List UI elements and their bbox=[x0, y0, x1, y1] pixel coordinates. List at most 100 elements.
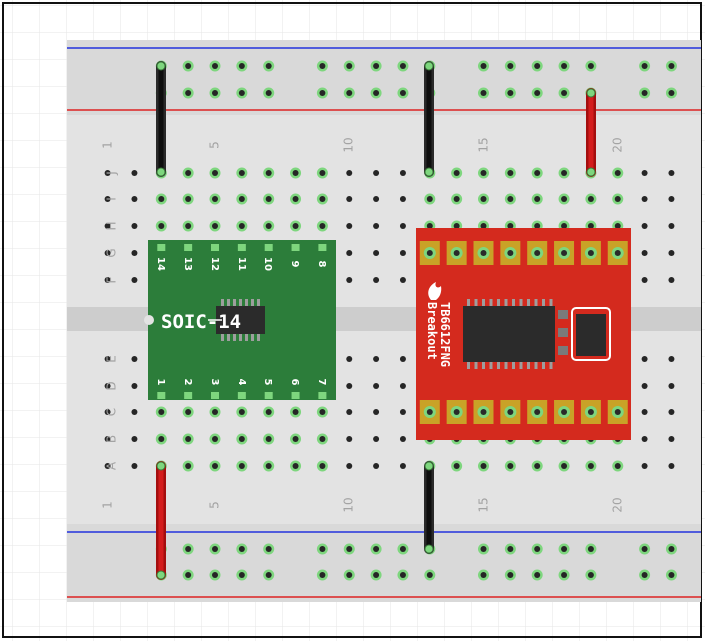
breadboard-hole[interactable] bbox=[104, 383, 111, 389]
soic-14-adapter[interactable]: SOIC-14 14 13 12 11 10 9 8 1 2 3 4 5 6 7 bbox=[144, 240, 336, 400]
breadboard-hole[interactable] bbox=[641, 546, 648, 552]
breadboard-hole[interactable] bbox=[614, 223, 621, 229]
breadboard-hole[interactable] bbox=[212, 90, 218, 96]
breadboard-hole[interactable] bbox=[399, 409, 406, 415]
breadboard-hole[interactable] bbox=[104, 196, 111, 202]
breadboard-hole[interactable] bbox=[238, 409, 245, 415]
breadboard-hole[interactable] bbox=[212, 463, 218, 469]
breadboard-hole[interactable] bbox=[212, 170, 218, 176]
breadboard-hole[interactable] bbox=[292, 170, 299, 176]
breadboard-hole[interactable] bbox=[104, 277, 111, 283]
breadboard-hole[interactable] bbox=[399, 546, 406, 552]
breadboard-hole[interactable] bbox=[185, 572, 192, 578]
breadboard-hole[interactable] bbox=[668, 250, 675, 256]
breadboard-hole[interactable] bbox=[373, 383, 380, 389]
breadboard-hole[interactable] bbox=[641, 170, 648, 176]
breadboard-hole[interactable] bbox=[480, 546, 487, 552]
breadboard-hole[interactable] bbox=[480, 63, 487, 69]
breadboard-hole[interactable] bbox=[131, 170, 138, 176]
breadboard-hole[interactable] bbox=[641, 383, 648, 389]
breadboard-hole[interactable] bbox=[561, 572, 568, 578]
breadboard-hole[interactable] bbox=[561, 90, 568, 96]
breadboard-hole[interactable] bbox=[587, 572, 594, 578]
breadboard-hole[interactable] bbox=[373, 463, 380, 469]
breadboard-hole[interactable] bbox=[507, 223, 514, 229]
breadboard-hole[interactable] bbox=[373, 90, 380, 96]
breadboard-hole[interactable] bbox=[346, 463, 353, 469]
breadboard-hole[interactable] bbox=[399, 170, 406, 176]
breadboard-hole[interactable] bbox=[399, 196, 406, 202]
breadboard-hole[interactable] bbox=[534, 196, 541, 202]
breadboard-hole[interactable] bbox=[668, 463, 675, 469]
breadboard-hole[interactable] bbox=[346, 277, 353, 283]
breadboard-hole[interactable] bbox=[104, 170, 111, 176]
breadboard-hole[interactable] bbox=[346, 170, 353, 176]
breadboard-hole[interactable] bbox=[561, 196, 568, 202]
breadboard-hole[interactable] bbox=[265, 63, 272, 69]
breadboard-hole[interactable] bbox=[212, 196, 218, 202]
breadboard-hole[interactable] bbox=[346, 223, 353, 229]
breadboard-hole[interactable] bbox=[346, 356, 353, 362]
breadboard-hole[interactable] bbox=[399, 383, 406, 389]
breadboard-hole[interactable] bbox=[453, 463, 460, 469]
breadboard-hole[interactable] bbox=[346, 546, 353, 552]
breadboard-hole[interactable] bbox=[641, 356, 648, 362]
breadboard-hole[interactable] bbox=[319, 196, 326, 202]
breadboard-hole[interactable] bbox=[346, 90, 353, 96]
breadboard-hole[interactable] bbox=[641, 63, 648, 69]
breadboard-hole[interactable] bbox=[158, 436, 165, 442]
breadboard-hole[interactable] bbox=[534, 170, 541, 176]
breadboard-hole[interactable] bbox=[668, 63, 675, 69]
breadboard-hole[interactable] bbox=[238, 546, 245, 552]
breadboard-hole[interactable] bbox=[587, 63, 594, 69]
breadboard-hole[interactable] bbox=[265, 436, 272, 442]
breadboard-hole[interactable] bbox=[292, 436, 299, 442]
breadboard-hole[interactable] bbox=[238, 170, 245, 176]
breadboard-hole[interactable] bbox=[668, 90, 675, 96]
breadboard-hole[interactable] bbox=[641, 223, 648, 229]
breadboard-hole[interactable] bbox=[614, 463, 621, 469]
breadboard-hole[interactable] bbox=[292, 196, 299, 202]
breadboard-hole[interactable] bbox=[292, 223, 299, 229]
breadboard-hole[interactable] bbox=[373, 63, 380, 69]
breadboard-hole[interactable] bbox=[507, 572, 514, 578]
breadboard-hole[interactable] bbox=[212, 409, 218, 415]
breadboard-hole[interactable] bbox=[373, 277, 380, 283]
breadboard-hole[interactable] bbox=[641, 196, 648, 202]
breadboard-hole[interactable] bbox=[668, 223, 675, 229]
breadboard-hole[interactable] bbox=[453, 196, 460, 202]
breadboard-hole[interactable] bbox=[507, 170, 514, 176]
breadboard-hole[interactable] bbox=[587, 546, 594, 552]
breadboard-hole[interactable] bbox=[319, 572, 326, 578]
breadboard-hole[interactable] bbox=[373, 170, 380, 176]
breadboard-hole[interactable] bbox=[587, 463, 594, 469]
breadboard-hole[interactable] bbox=[265, 196, 272, 202]
breadboard-hole[interactable] bbox=[185, 223, 192, 229]
breadboard-hole[interactable] bbox=[185, 63, 192, 69]
breadboard-hole[interactable] bbox=[212, 436, 218, 442]
breadboard-hole[interactable] bbox=[480, 223, 487, 229]
breadboard-hole[interactable] bbox=[319, 409, 326, 415]
breadboard-hole[interactable] bbox=[158, 196, 165, 202]
breadboard-hole[interactable] bbox=[238, 463, 245, 469]
breadboard-hole[interactable] bbox=[346, 63, 353, 69]
breadboard-hole[interactable] bbox=[212, 223, 218, 229]
breadboard-hole[interactable] bbox=[668, 546, 675, 552]
breadboard-hole[interactable] bbox=[399, 250, 406, 256]
breadboard-hole[interactable] bbox=[212, 546, 218, 552]
breadboard-hole[interactable] bbox=[561, 170, 568, 176]
breadboard-hole[interactable] bbox=[238, 196, 245, 202]
breadboard-hole[interactable] bbox=[373, 196, 380, 202]
breadboard-hole[interactable] bbox=[587, 196, 594, 202]
breadboard-hole[interactable] bbox=[480, 170, 487, 176]
breadboard-hole[interactable] bbox=[453, 170, 460, 176]
breadboard-hole[interactable] bbox=[534, 546, 541, 552]
breadboard-hole[interactable] bbox=[185, 196, 192, 202]
breadboard-hole[interactable] bbox=[399, 223, 406, 229]
breadboard-hole[interactable] bbox=[453, 223, 460, 229]
breadboard-hole[interactable] bbox=[185, 546, 192, 552]
breadboard-hole[interactable] bbox=[641, 250, 648, 256]
breadboard-hole[interactable] bbox=[346, 572, 353, 578]
breadboard-hole[interactable] bbox=[399, 90, 406, 96]
breadboard-hole[interactable] bbox=[265, 546, 272, 552]
